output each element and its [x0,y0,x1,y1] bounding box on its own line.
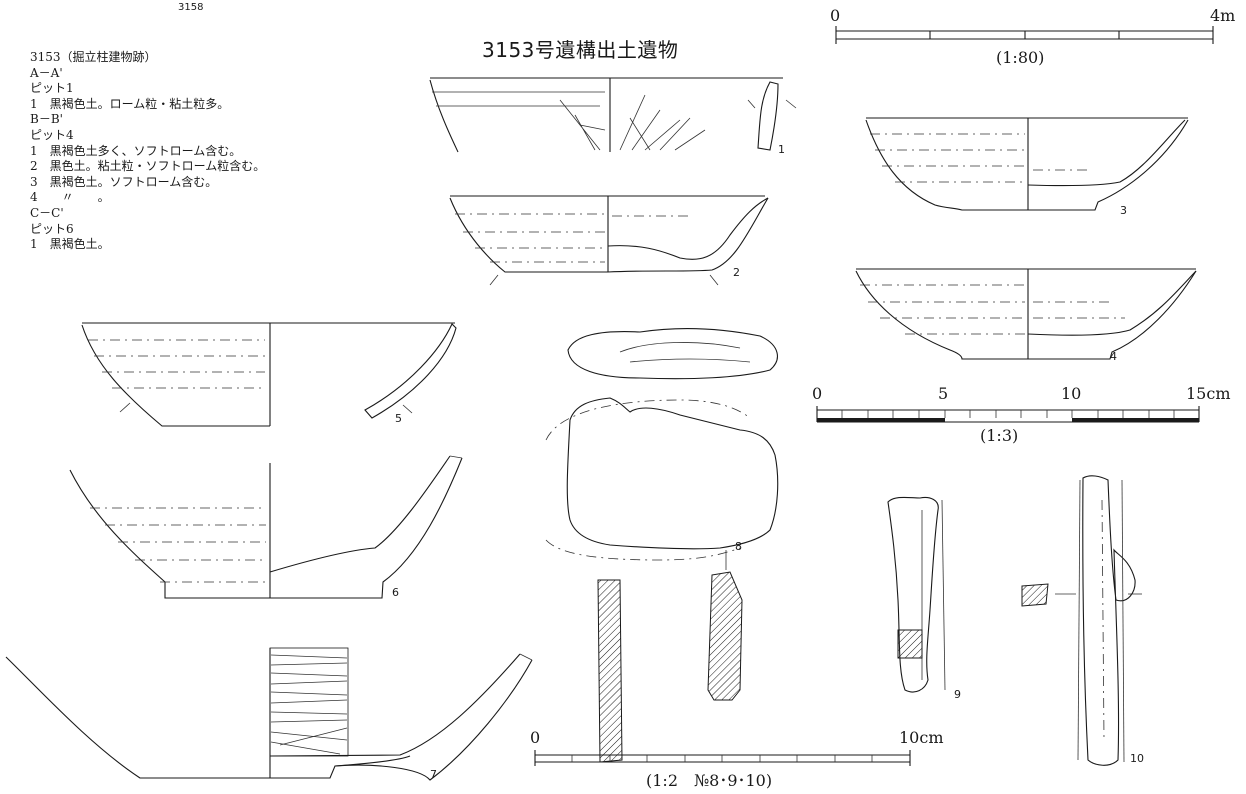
artifact-number: 5 [395,412,402,425]
scale-1-3-end: 15cm [1186,384,1231,403]
legend-line: 1 黒褐色土。 [30,237,110,252]
legend-line: 4 〃 。 [30,190,110,205]
artifact-10-drawing [1021,475,1142,766]
scale-1-3-ratio: (1:3) [980,426,1019,445]
legend-line: 3153（掘立柱建物跡） [30,50,157,64]
artifact-number: 6 [392,586,399,599]
artifact-6-drawing [69,455,463,599]
scale-1-2-start: 0 [530,728,541,747]
artifact-4-drawing [855,268,1197,360]
scale-1-3-start: 0 [812,384,823,403]
legend-line: 1 黒褐色土多く、ソフトローム含む。 [30,143,242,158]
legend-line: ピット6 [30,221,74,236]
artifact-number: 2 [733,266,740,279]
artifact-number: 3 [1120,204,1127,217]
scale-bar-1-2 [534,750,911,766]
scale-1-2-ratio: (1:2 №8･9･10) [646,771,773,790]
artifact-number: 8 [735,540,742,553]
legend-line: ピット1 [30,81,74,96]
scale-1-80-end: 4m [1210,6,1236,25]
artifact-number: 4 [1110,350,1117,363]
scale-bar-1-80 [835,26,1214,44]
artifact-number: 1 [778,143,785,156]
scale-1-80-start: 0 [830,6,841,25]
artifact-number: 9 [954,688,961,701]
legend-line: C－C' [30,205,64,220]
scale-bar-1-3 [816,406,1200,423]
figure-title: 3153号遺構出土遺物 [482,38,679,62]
artifact-7-drawing [5,647,533,781]
artifact-1-drawing [429,77,797,153]
scale-1-3-mark-5: 5 [938,384,949,403]
scale-1-80-ratio: (1:80) [996,48,1045,67]
page-number: 3158 [178,2,204,13]
legend-line: 2 黒色土。粘土粒・ソフトローム粒含む。 [30,159,266,174]
legend-line: 3 黒褐色土。ソフトローム含む。 [30,174,218,189]
artifact-8-drawing [545,327,779,763]
artifact-2-drawing [449,195,769,286]
legend-line: 1 黒褐色土。ローム粒・粘土粒多。 [30,96,230,111]
artifact-number: 10 [1130,752,1144,765]
soil-legend: 3153（掘立柱建物跡） A－A' ピット1 1 黒褐色土。ローム粒・粘土粒多。… [30,50,265,253]
artifact-number: 7 [430,768,437,781]
artifact-9-drawing [887,496,946,693]
legend-line: ピット4 [30,127,74,142]
artifact-5-drawing [81,322,457,427]
artifact-3-drawing [865,117,1189,211]
scale-1-3-mark-10: 10 [1061,384,1082,403]
legend-line: A－A' [30,65,63,80]
scale-1-2-end: 10cm [899,728,944,747]
legend-line: B－B' [30,112,63,127]
